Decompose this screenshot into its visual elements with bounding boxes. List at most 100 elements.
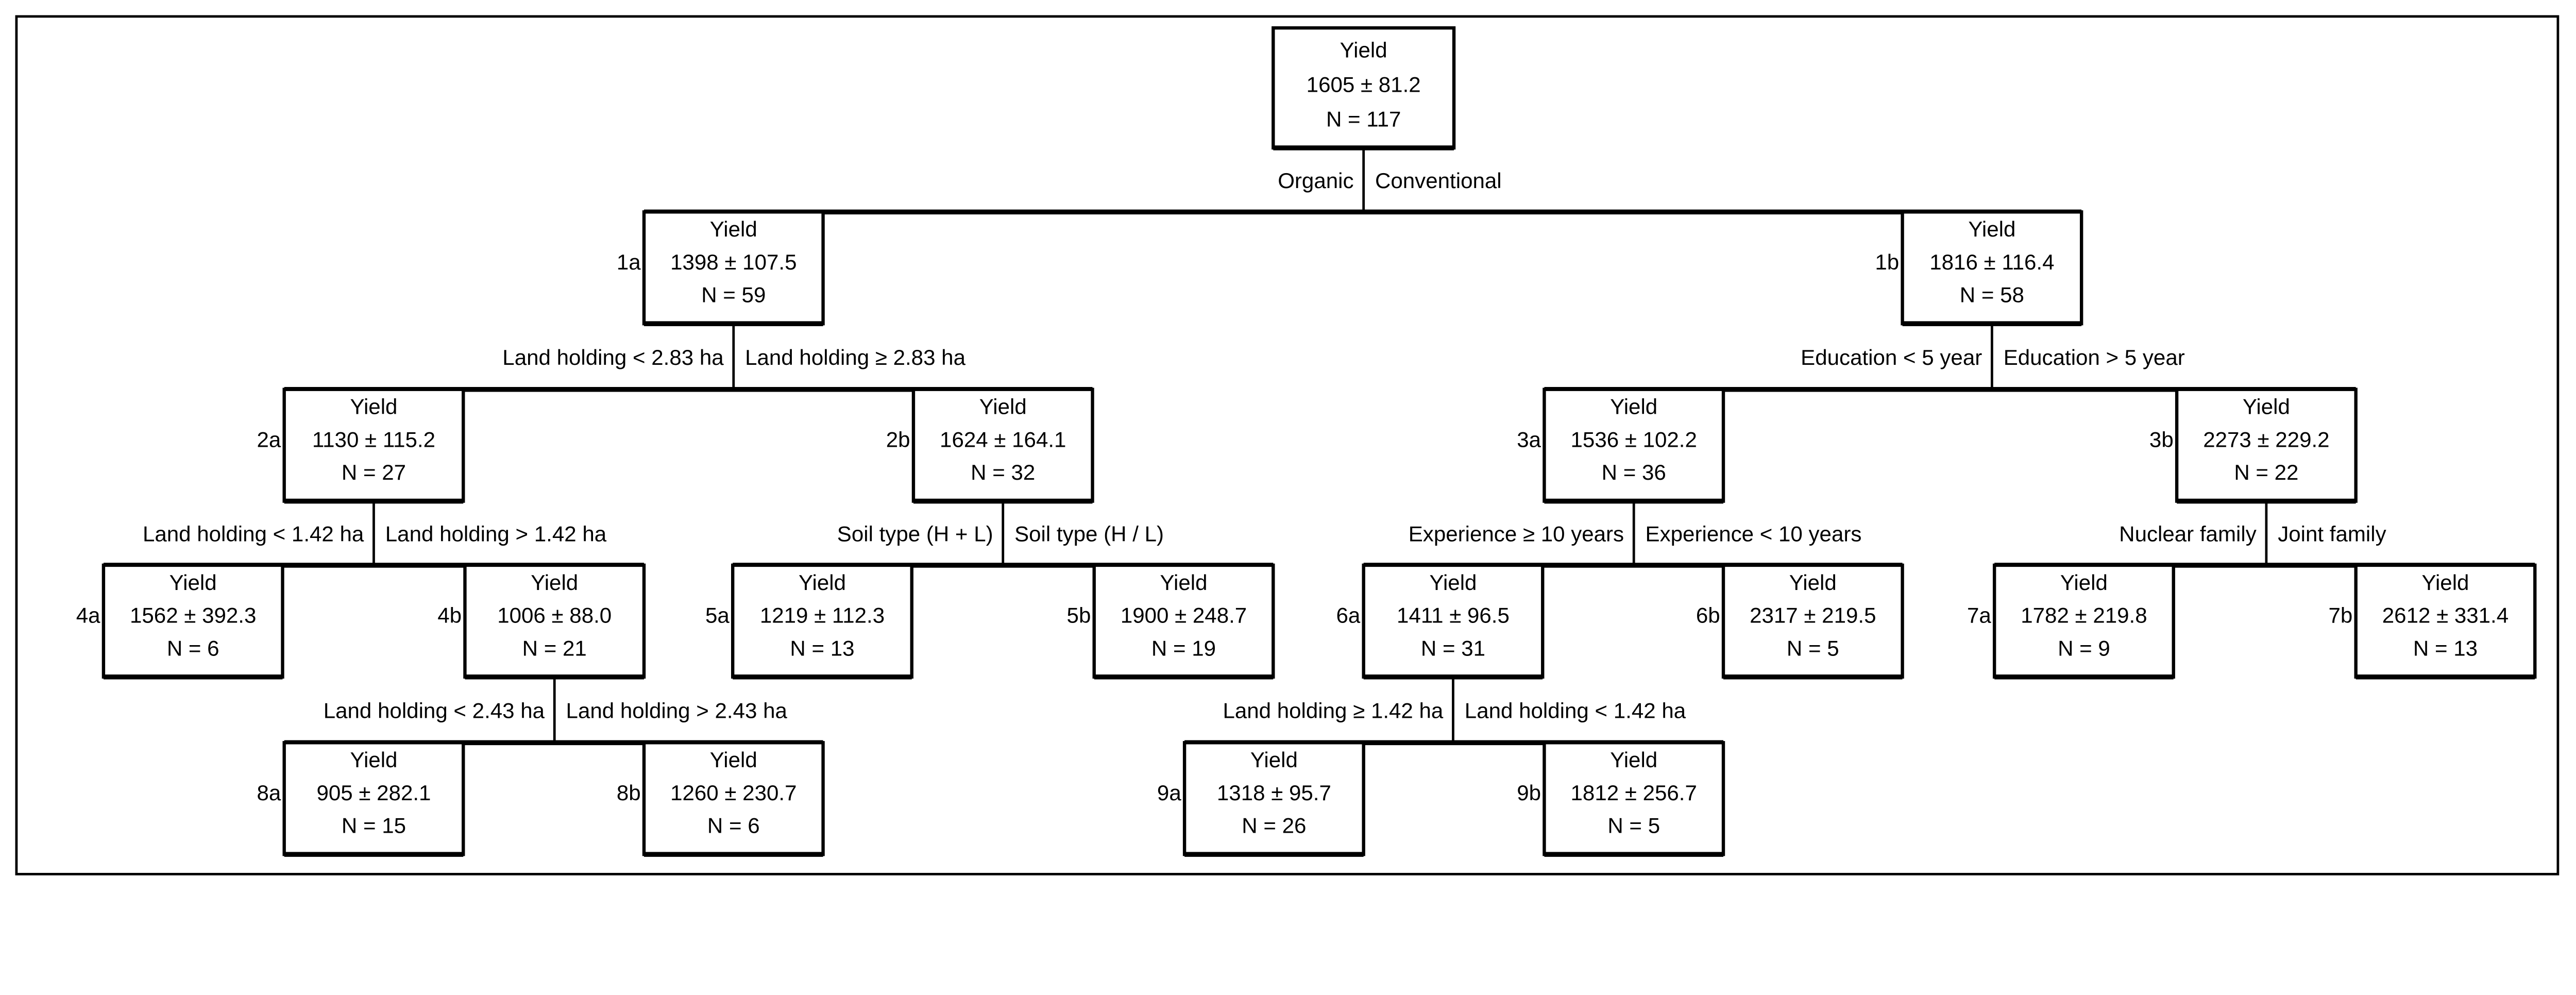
node-count: N = 6 [167,636,219,660]
node-box [1272,26,1456,150]
node-mean-se: 1006 ± 88.0 [497,603,612,628]
node-4a: Yield 1562 ± 392.3 N = 6 4a [76,563,284,680]
node-id-label: 5a [705,603,730,628]
node-count: N = 5 [1607,814,1660,838]
split-2a: Land holding < 1.42 ha Land holding > 1.4… [103,501,645,568]
figure-border [15,15,2560,875]
split-left-label: Land holding < 1.42 ha [143,522,364,546]
split-left-label: Land holding < 2.83 ha [502,345,724,369]
node-id-label: 7b [2328,603,2352,628]
node-box [2354,563,2537,679]
node-root: Yield 1605 ± 81.2 N = 117 [1272,26,1456,150]
node-id-label: 2b [886,427,910,451]
node-box [642,210,825,326]
node-title: Yield [1789,570,1837,595]
node-count: N = 13 [2413,636,2478,660]
node-mean-se: 1782 ± 219.8 [2021,603,2147,628]
node-id-label: 7a [1967,603,1991,628]
node-title: Yield [710,217,757,241]
node-id-label: 8b [617,781,641,805]
node-id-label: 4a [76,603,100,628]
node-box [1721,563,1904,679]
node-box [731,563,913,679]
node-title: Yield [1340,38,1387,62]
node-id-label: 3a [1517,427,1541,451]
split-right-label: Land holding ≥ 2.83 ha [745,345,965,369]
node-title: Yield [1250,748,1298,772]
node-count: N = 6 [707,814,760,838]
node-mean-se: 1900 ± 248.7 [1121,603,1247,628]
node-box [1543,387,1725,503]
node-id-label: 6b [1696,603,1720,628]
split-right-label: Experience < 10 years [1646,522,1862,546]
node-mean-se: 1411 ± 96.5 [1397,603,1510,628]
node-box [282,741,465,856]
node-count: N = 31 [1421,636,1485,660]
split-right-label: Land holding < 1.42 ha [1465,698,1686,722]
node-title: Yield [1160,570,1208,595]
node-mean-se: 2317 ± 219.5 [1750,603,1876,628]
node-box [1901,210,2083,326]
node-mean-se: 1318 ± 95.7 [1217,781,1331,805]
node-box [911,387,1094,503]
node-mean-se: 1536 ± 102.2 [1571,427,1697,451]
split-3b: Nuclear family Joint family [1994,501,2535,568]
node-count: N = 32 [971,460,1035,484]
node-count: N = 26 [1242,814,1306,838]
node-count: N = 36 [1602,460,1666,484]
split-left-label: Experience ≥ 10 years [1409,522,1624,546]
node-box [1543,741,1725,856]
node-title: Yield [2243,395,2290,419]
split-6a: Land holding ≥ 1.42 ha Land holding < 1.4… [1184,677,1724,746]
split-right-label: Education > 5 year [2004,345,2185,369]
node-box [642,741,825,856]
node-count: N = 117 [1326,107,1401,131]
split-left-label: Land holding ≥ 1.42 ha [1223,698,1443,722]
node-count: N = 58 [1960,283,2024,307]
node-id-label: 1a [617,250,641,274]
node-id-label: 6a [1336,603,1360,628]
node-mean-se: 1260 ± 230.7 [670,781,796,805]
node-count: N = 5 [1787,636,1839,660]
split-3a: Experience ≥ 10 years Experience < 10 yea… [1363,501,1903,568]
split-2b: Soil type (H + L)Soil type (H / L) [733,501,1274,568]
node-box [1362,563,1545,679]
node-title: Yield [979,395,1027,419]
split-right-label: Joint family [2278,522,2386,546]
node-mean-se: 1562 ± 392.3 [130,603,256,628]
node-8b: Yield 1260 ± 230.7 N = 6 8b [617,741,825,857]
split-left-label: Nuclear family [2119,522,2257,546]
split-right-label: Conventional [1375,168,1502,193]
node-count: N = 27 [342,460,406,484]
node-7b: Yield 2612 ± 331.4 N = 13 7b [2328,563,2537,680]
node-id-label: 8a [257,781,281,805]
node-id-label: 2a [257,427,281,451]
node-mean-se: 1605 ± 81.2 [1307,73,1421,97]
node-title: Yield [1429,570,1477,595]
node-count: N = 21 [522,636,587,660]
node-mean-se: 2612 ± 331.4 [2382,603,2509,628]
node-title: Yield [170,570,217,595]
node-box [1092,563,1275,679]
node-title: Yield [710,748,757,772]
node-id-label: 4b [437,603,462,628]
split-left-label: Organic [1278,168,1353,193]
node-id-label: 5b [1067,603,1091,628]
split-1a: Land holding < 2.83 ha Land holding ≥ 2.8… [284,324,1093,392]
node-title: Yield [799,570,846,595]
split-right-label: Land holding > 1.42 ha [385,522,607,546]
node-title: Yield [2421,570,2469,595]
